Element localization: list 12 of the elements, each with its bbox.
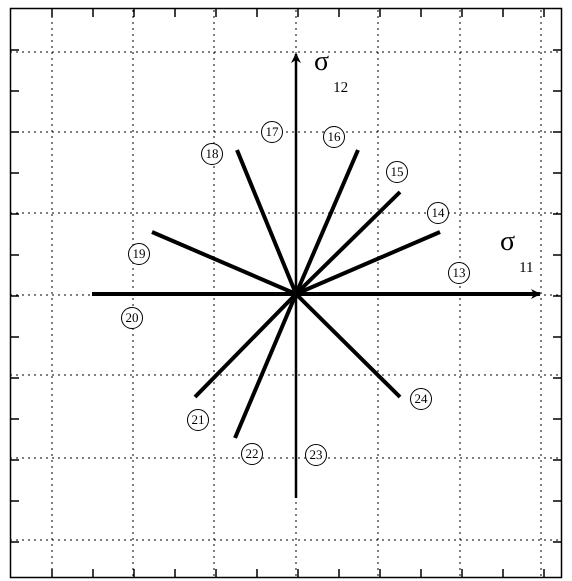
callout-number: 20 <box>121 307 143 329</box>
callout-number: 22 <box>241 443 263 465</box>
callout-number: 16 <box>323 126 345 148</box>
callout-number: 19 <box>128 243 150 265</box>
callout-number: 14 <box>427 202 449 224</box>
callout-number: 21 <box>187 409 209 431</box>
callout-number: 24 <box>410 388 432 410</box>
callout-number: 13 <box>448 262 470 284</box>
callout-number: 23 <box>305 444 327 466</box>
callout-number: 17 <box>261 121 283 143</box>
callout-number: 18 <box>201 143 223 165</box>
callout-number: 15 <box>386 161 408 183</box>
